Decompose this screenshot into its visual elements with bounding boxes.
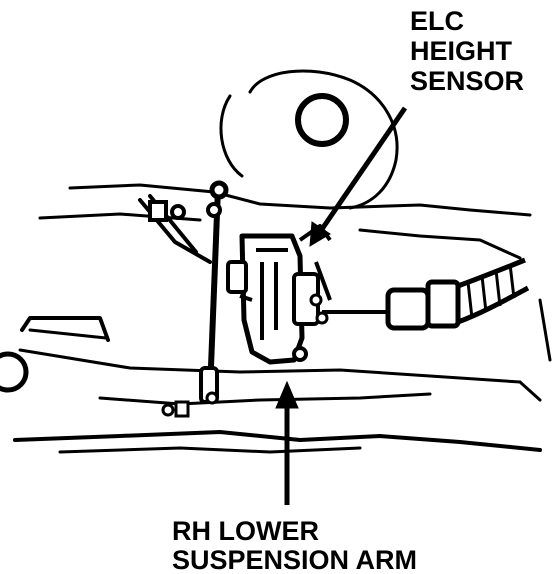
- callout-top-line-3: SENSOR: [410, 66, 524, 96]
- elc-height-sensor: [226, 224, 332, 365]
- callout-top-line-2: HEIGHT: [410, 36, 513, 66]
- right-frame: [358, 228, 522, 260]
- upper-bolt: [148, 200, 186, 222]
- callout-bottom-line-1: RH LOWER: [172, 516, 319, 546]
- right-edge-line: [518, 298, 552, 402]
- callout-top-line-1: ELC: [410, 6, 464, 36]
- left-panel-fill: [28, 328, 108, 340]
- lower-arm-mid: [98, 392, 432, 406]
- height-sensor-link-rod: [199, 180, 229, 405]
- hub-side-curve: [219, 94, 244, 178]
- top-leader-arrow: [309, 106, 408, 247]
- lower-arm-nuts: [161, 400, 190, 418]
- callout-rh-lower-suspension-arm: RH LOWER SUSPENSION ARM: [172, 516, 417, 574]
- lower-arm-bottom: [13, 430, 542, 452]
- callout-bottom-line-2: SUSPENSION ARM: [172, 545, 417, 574]
- electrical-connector: [322, 257, 530, 331]
- bottom-leader-arrow: [275, 380, 299, 505]
- lower-arm-bottom-2: [58, 446, 362, 454]
- frame-rail-upper: [68, 183, 532, 217]
- upper-hub: [248, 69, 399, 210]
- left-panel: [20, 316, 110, 342]
- callout-elc-height-sensor: ELC HEIGHT SENSOR: [410, 6, 524, 96]
- left-wheel-edge: [0, 351, 29, 393]
- hub-center: [295, 93, 349, 147]
- lower-arm-top: [18, 348, 522, 384]
